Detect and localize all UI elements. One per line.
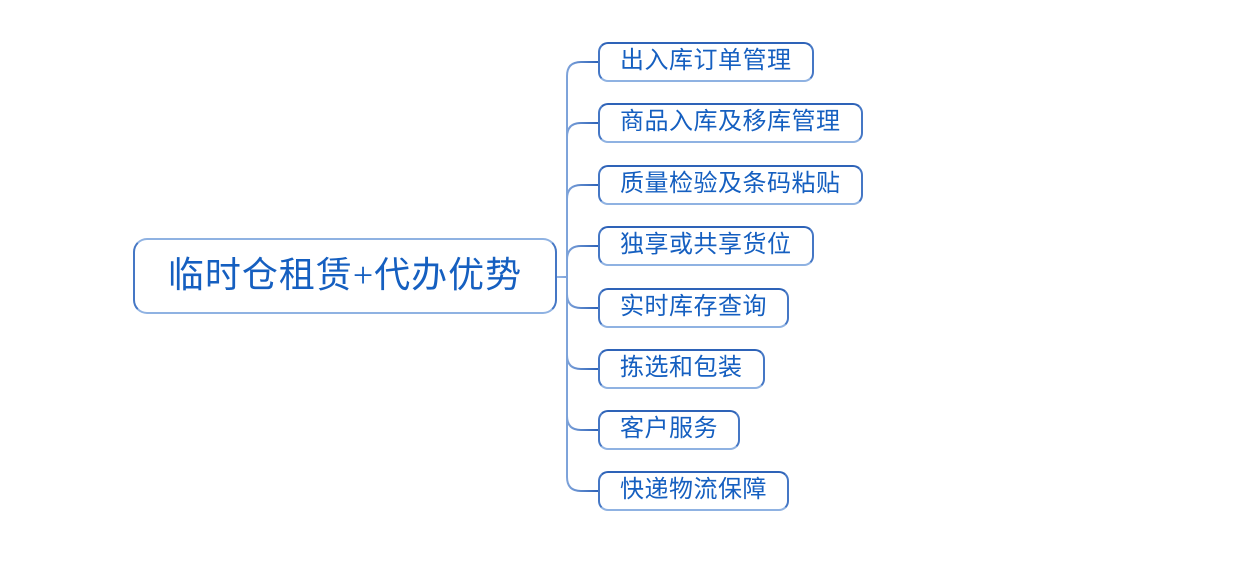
child-node-label: 快递物流保障 [620, 477, 767, 503]
child-node-label: 商品入库及移库管理 [620, 109, 841, 135]
child-node-label: 拣选和包装 [620, 355, 743, 381]
child-node-label: 出入库订单管理 [620, 48, 792, 74]
child-node[interactable]: 商品入库及移库管理 [598, 103, 863, 143]
child-node-label: 实时库存查询 [620, 294, 767, 320]
child-node-label: 质量检验及条码粘贴 [620, 171, 841, 197]
child-node[interactable]: 独享或共享货位 [598, 226, 814, 266]
child-node[interactable]: 实时库存查询 [598, 288, 789, 328]
child-node[interactable]: 出入库订单管理 [598, 42, 814, 82]
child-node[interactable]: 快递物流保障 [598, 471, 789, 511]
root-node-label: 临时仓租赁+代办优势 [167, 255, 523, 295]
child-node[interactable]: 拣选和包装 [598, 349, 765, 389]
root-node[interactable]: 临时仓租赁+代办优势 [133, 238, 557, 314]
child-node[interactable]: 质量检验及条码粘贴 [598, 165, 863, 205]
child-node-label: 客户服务 [620, 416, 718, 442]
child-node-label: 独享或共享货位 [620, 232, 792, 258]
child-node[interactable]: 客户服务 [598, 410, 740, 450]
